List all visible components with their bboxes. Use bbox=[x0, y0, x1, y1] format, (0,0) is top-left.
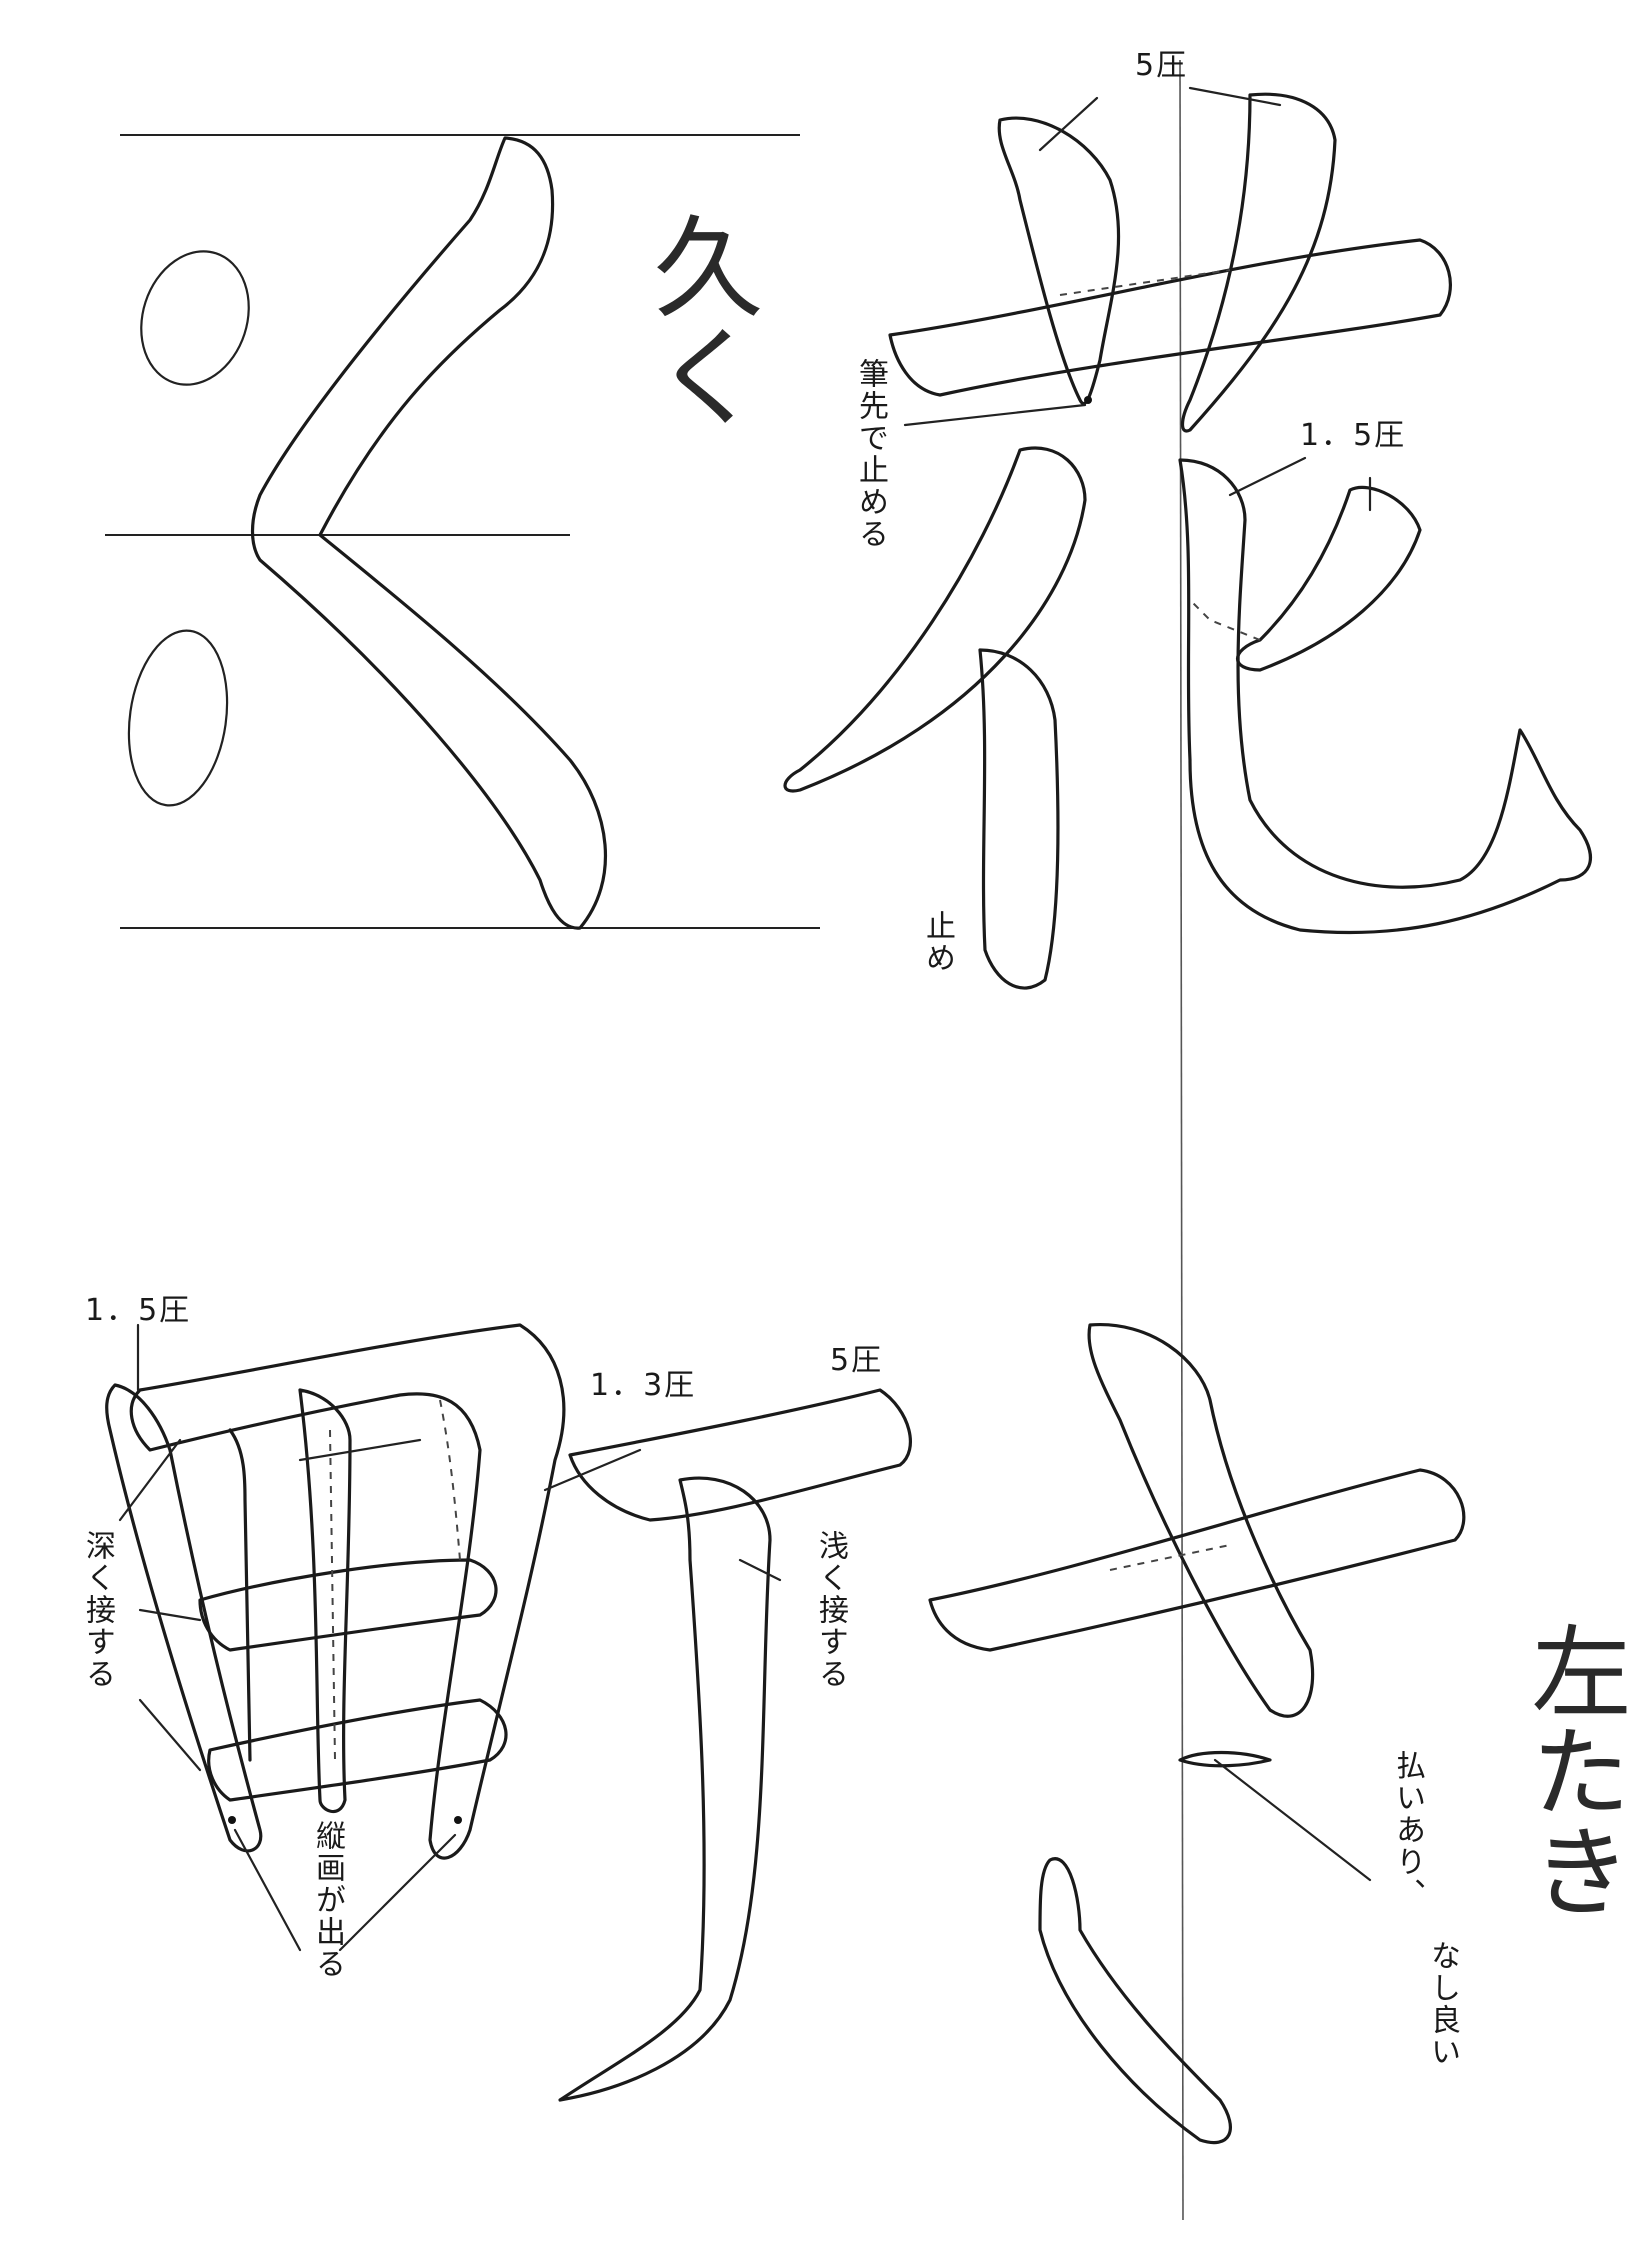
ku-character-outline bbox=[250, 136, 607, 930]
hana-character-outline bbox=[783, 86, 1592, 990]
annotation-harai-ok: 払いあり、 bbox=[1390, 1750, 1425, 1910]
hiragana-practice-sa: 左たき bbox=[1514, 1620, 1631, 1920]
annotation-deep-contact: 深く接する bbox=[80, 1530, 115, 1690]
annotation-pressure-1-3: 1．3圧 bbox=[590, 1368, 697, 1403]
annotation-shallow-contact: 浅く接する bbox=[813, 1530, 848, 1690]
sa-character-outline bbox=[928, 1323, 1466, 2145]
annotation-pressure-5-bottom: 5圧 bbox=[830, 1343, 884, 1378]
annotation-tome: 止め bbox=[920, 910, 955, 974]
no-character-outline bbox=[105, 1323, 912, 2102]
hiragana-practice-ku: 久く bbox=[634, 210, 763, 430]
center-divider-line bbox=[1179, 59, 1184, 2221]
oval-mark-bottom bbox=[127, 629, 229, 807]
annotation-vertical-extends: 縦画が出る bbox=[310, 1820, 345, 1980]
annotation-pressure-1-5-left: 1．5圧 bbox=[85, 1293, 192, 1328]
annotation-fude-stop: 筆先で止める bbox=[853, 358, 888, 550]
annotation-nashi-ok: なし良い bbox=[1425, 1940, 1460, 2068]
oval-mark-top bbox=[140, 250, 250, 386]
annotation-pressure-5-top: 5圧 bbox=[1135, 48, 1189, 83]
annotation-pressure-1-5-top: 1．5圧 bbox=[1300, 418, 1407, 453]
